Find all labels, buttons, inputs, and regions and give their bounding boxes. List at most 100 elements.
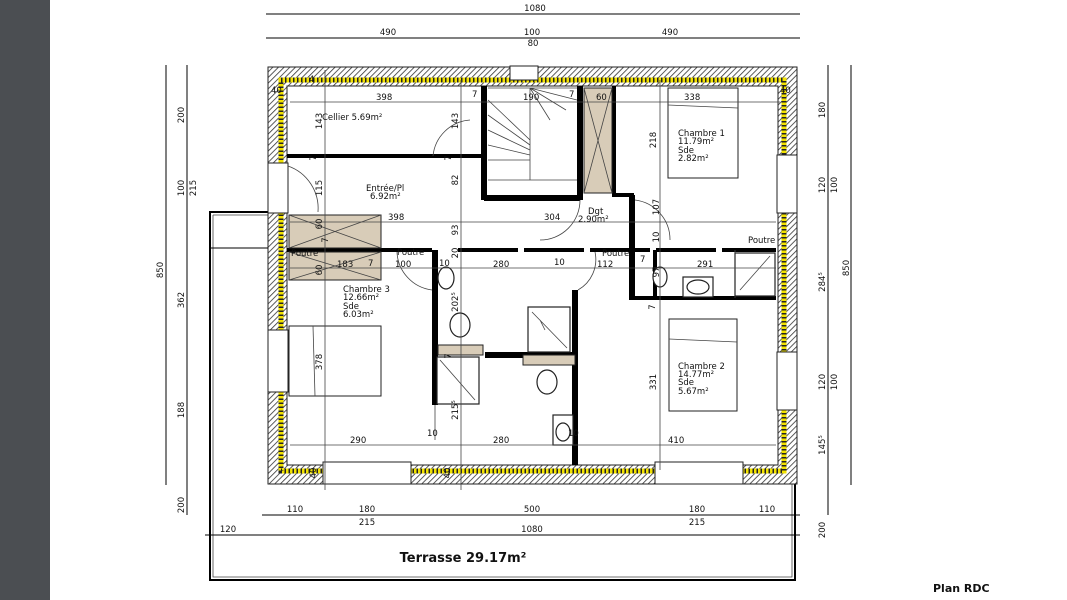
dim-label: 338 <box>684 93 700 103</box>
room-chambre3-area: 12.66m² <box>343 293 379 303</box>
room-entree-name: Entrée/Pl <box>366 183 404 194</box>
dim-label: 100 <box>830 177 840 193</box>
dim-label: 180 <box>689 505 705 515</box>
dim-label: 100 <box>395 260 411 270</box>
terrace-label: Terrasse 29.17m² <box>400 551 527 566</box>
room-entree-area: 6.92m² <box>370 192 401 202</box>
closets <box>288 87 613 366</box>
dim-label: 215 <box>189 180 199 196</box>
dim-label: 410 <box>668 436 684 446</box>
dim-label: 60 <box>596 93 607 103</box>
dim-label: 215⁵ <box>451 400 461 420</box>
dim-label: 304 <box>544 213 560 223</box>
viewer-sidebar <box>0 0 50 600</box>
dim-label: 7 <box>444 353 454 358</box>
interior-dimensions: 40 398 7 190 7 60 338 40 143 143 7 7 115… <box>271 75 791 478</box>
dim-label: 284⁵ <box>818 272 828 292</box>
dim-label: 10 <box>568 429 579 439</box>
beam-label: Poutre <box>602 249 629 259</box>
doors <box>287 119 671 291</box>
dim-label: 7 <box>569 90 574 100</box>
terrace <box>209 211 796 581</box>
dim-label: 200 <box>177 107 187 123</box>
dim-label: 80 <box>528 39 539 49</box>
beds <box>288 87 739 412</box>
dim-label: 100 <box>830 374 840 390</box>
right-dimensions: 180 120 100 284⁵ 850 120 100 145⁵ 200 <box>818 102 852 538</box>
dim-label: 7 <box>321 237 331 242</box>
dim-label: 110 <box>287 505 303 515</box>
dim-label: 398 <box>388 213 404 223</box>
dim-label: 10 <box>427 429 438 439</box>
dim-label: 100 <box>177 180 187 196</box>
left-dimensions: 850 200 100 215 362 188 200 <box>156 107 199 513</box>
dim-label: 280 <box>493 260 509 270</box>
dim-label: 215 <box>689 518 705 528</box>
dim-label: 115 <box>315 180 325 196</box>
dim-label: 107 <box>652 199 662 215</box>
dim-label: 500 <box>524 505 540 515</box>
dim-label: 202⁵ <box>451 292 461 312</box>
dim-label: 180 <box>818 102 828 118</box>
dim-label: 200 <box>177 497 187 513</box>
dim-label: 143 <box>451 113 461 129</box>
dim-label: 398 <box>376 93 392 103</box>
beam-label: Poutre <box>397 248 424 258</box>
dim-label: 7 <box>309 155 319 160</box>
dim-label: 4 <box>309 75 314 85</box>
dim-label: 10 <box>652 232 662 243</box>
staircase <box>487 87 578 181</box>
dim-label: 290 <box>350 436 366 446</box>
dim-label: 60 <box>315 219 325 230</box>
dim-label: 280 <box>493 436 509 446</box>
dim-label: 7 <box>444 155 454 160</box>
room-chambre3-sde: Sde <box>343 302 359 312</box>
room-chambre1-sde-area: 2.82m² <box>678 154 709 164</box>
dim-label: 215 <box>359 518 375 528</box>
dim-label: 362 <box>177 292 187 308</box>
room-cellier: Cellier 5.69m² <box>322 113 382 123</box>
room-chambre2-sde-area: 5.67m² <box>678 387 709 397</box>
dim-label: 82 <box>451 175 461 186</box>
room-chambre3-sde-area: 6.03m² <box>343 310 374 320</box>
dim-label: 850 <box>842 260 852 276</box>
dim-label: 1080 <box>521 525 543 535</box>
dim-label: 145⁵ <box>818 435 828 455</box>
dim-label: 40 <box>780 86 791 96</box>
dim-label: 7 <box>472 90 477 100</box>
dim-label: 93 <box>451 225 461 236</box>
dim-label: 40 <box>443 468 453 479</box>
dim-label: 200 <box>818 522 828 538</box>
dim-label: 120 <box>818 177 828 193</box>
dim-label: 110 <box>759 505 775 515</box>
dim-label: 40 <box>309 468 319 479</box>
dim-label: 180 <box>359 505 375 515</box>
beam-label: Poutre <box>291 249 318 259</box>
room-labels: Cellier 5.69m² Entrée/Pl 6.92m² Dgt 2.90… <box>291 113 775 397</box>
room-chambre2-sde: Sde <box>678 378 694 388</box>
dim-label: 291 <box>697 260 713 270</box>
room-chambre1-sde: Sde <box>678 146 694 156</box>
dim-label: 190 <box>523 93 539 103</box>
dim-label: 188 <box>177 402 187 418</box>
dim-label: 183 <box>337 260 353 270</box>
dim-label: 7 <box>640 255 645 265</box>
top-dimensions: 1080 490 100 80 490 <box>380 4 678 49</box>
room-chambre3-name: Chambre 3 <box>343 285 390 295</box>
room-chambre1-area: 11.79m² <box>678 137 714 147</box>
dim-label: 10 <box>439 259 450 269</box>
dim-label: 378 <box>315 354 325 370</box>
dim-label: 100 <box>524 28 540 38</box>
dim-label: 218 <box>649 132 659 148</box>
dim-label: 20 <box>451 248 461 259</box>
dim-label: 143 <box>315 113 325 129</box>
windows <box>267 65 798 485</box>
room-chambre1-name: Chambre 1 <box>678 129 725 139</box>
dim-label: 7 <box>368 259 373 269</box>
room-chambre2-name: Chambre 2 <box>678 362 725 372</box>
plan-title: Plan RDC <box>933 582 990 595</box>
sanitary-fixtures <box>436 252 776 446</box>
room-dgt-name: Dgt <box>588 207 604 217</box>
dim-label: 120 <box>220 525 236 535</box>
